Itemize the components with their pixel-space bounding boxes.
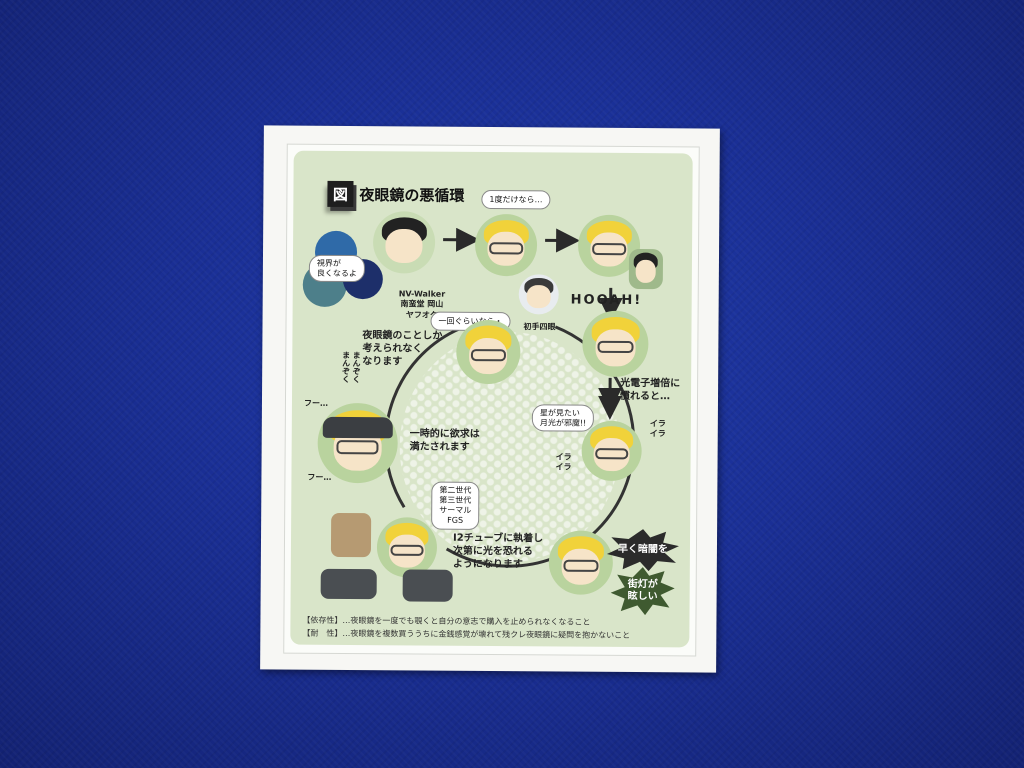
label-ira-1: イラ イラ: [649, 419, 666, 439]
bubble-vision: 視界が 良くなるよ: [308, 254, 366, 283]
tan-nvg-gear-icon: [330, 512, 372, 558]
label-manzoku: まんぞく まんぞく: [341, 350, 362, 384]
bubble-once: 1度だけなら…: [481, 189, 551, 210]
diagram-title: 夜眼鏡の悪循環: [359, 185, 465, 205]
footer-tolerance: 【耐 性】…夜眼鏡を複数買ううちに金銭感覚が壊れて残クレ夜眼鏡に疑問を抱かないこ…: [302, 628, 631, 640]
label-satisfied: 一時的に欲求は 満たされます: [409, 428, 480, 453]
character-dark: [548, 530, 614, 595]
title-row: 図 夜眼鏡の悪循環: [327, 180, 465, 208]
sticker-sheet: 図 夜眼鏡の悪循環 視界が 良くなるよ 1度だけなら…: [283, 143, 700, 657]
label-fuu-2: フー…: [307, 472, 332, 482]
character-blonde-1: [474, 213, 538, 277]
label-ira-2: イラ イラ: [555, 452, 572, 472]
nvg-gear-icon-2: [402, 569, 453, 602]
character-hoarder: [376, 517, 438, 578]
label-hooah: HOOAH!: [570, 292, 643, 309]
footer-dependence: 【依存性】…夜眼鏡を一度でも覗くと自分の意志で購入を止められなくなること: [302, 615, 591, 627]
character-irritated: [581, 420, 642, 482]
diagram-panel: 図 夜眼鏡の悪循環 視界が 良くなるよ 1度だけなら…: [290, 150, 693, 648]
character-soldier: [628, 248, 664, 290]
bubble-stars: 星が見たい 月光が邪魔!!: [531, 404, 595, 432]
character-black-hair: [372, 211, 436, 274]
character-hooah: [582, 310, 649, 378]
label-fear-light: I2チューブに執着し 次第に光を恐れる ようになります: [452, 532, 544, 571]
nvg-helmet-icon: [322, 417, 394, 439]
sticker-card: 図 夜眼鏡の悪循環 視界が 良くなるよ 1度だけなら…: [260, 125, 720, 673]
label-cant-stop: 夜眼鏡のことしか 考えられなく なります: [362, 330, 443, 368]
bubble-generations: 第二世代 第三世代 サーマル FGS: [431, 481, 480, 530]
character-helmet: [317, 402, 398, 484]
label-fuu-1: フー…: [303, 398, 328, 408]
character-goggle-kid: [518, 274, 559, 315]
label-first: 初手四眼: [523, 322, 556, 332]
nvg-gear-icon-1: [320, 568, 377, 600]
label-photon: 光電子増倍に 慣れると…: [619, 377, 681, 403]
character-center: [456, 319, 521, 385]
figure-label-icon: 図: [327, 180, 354, 208]
